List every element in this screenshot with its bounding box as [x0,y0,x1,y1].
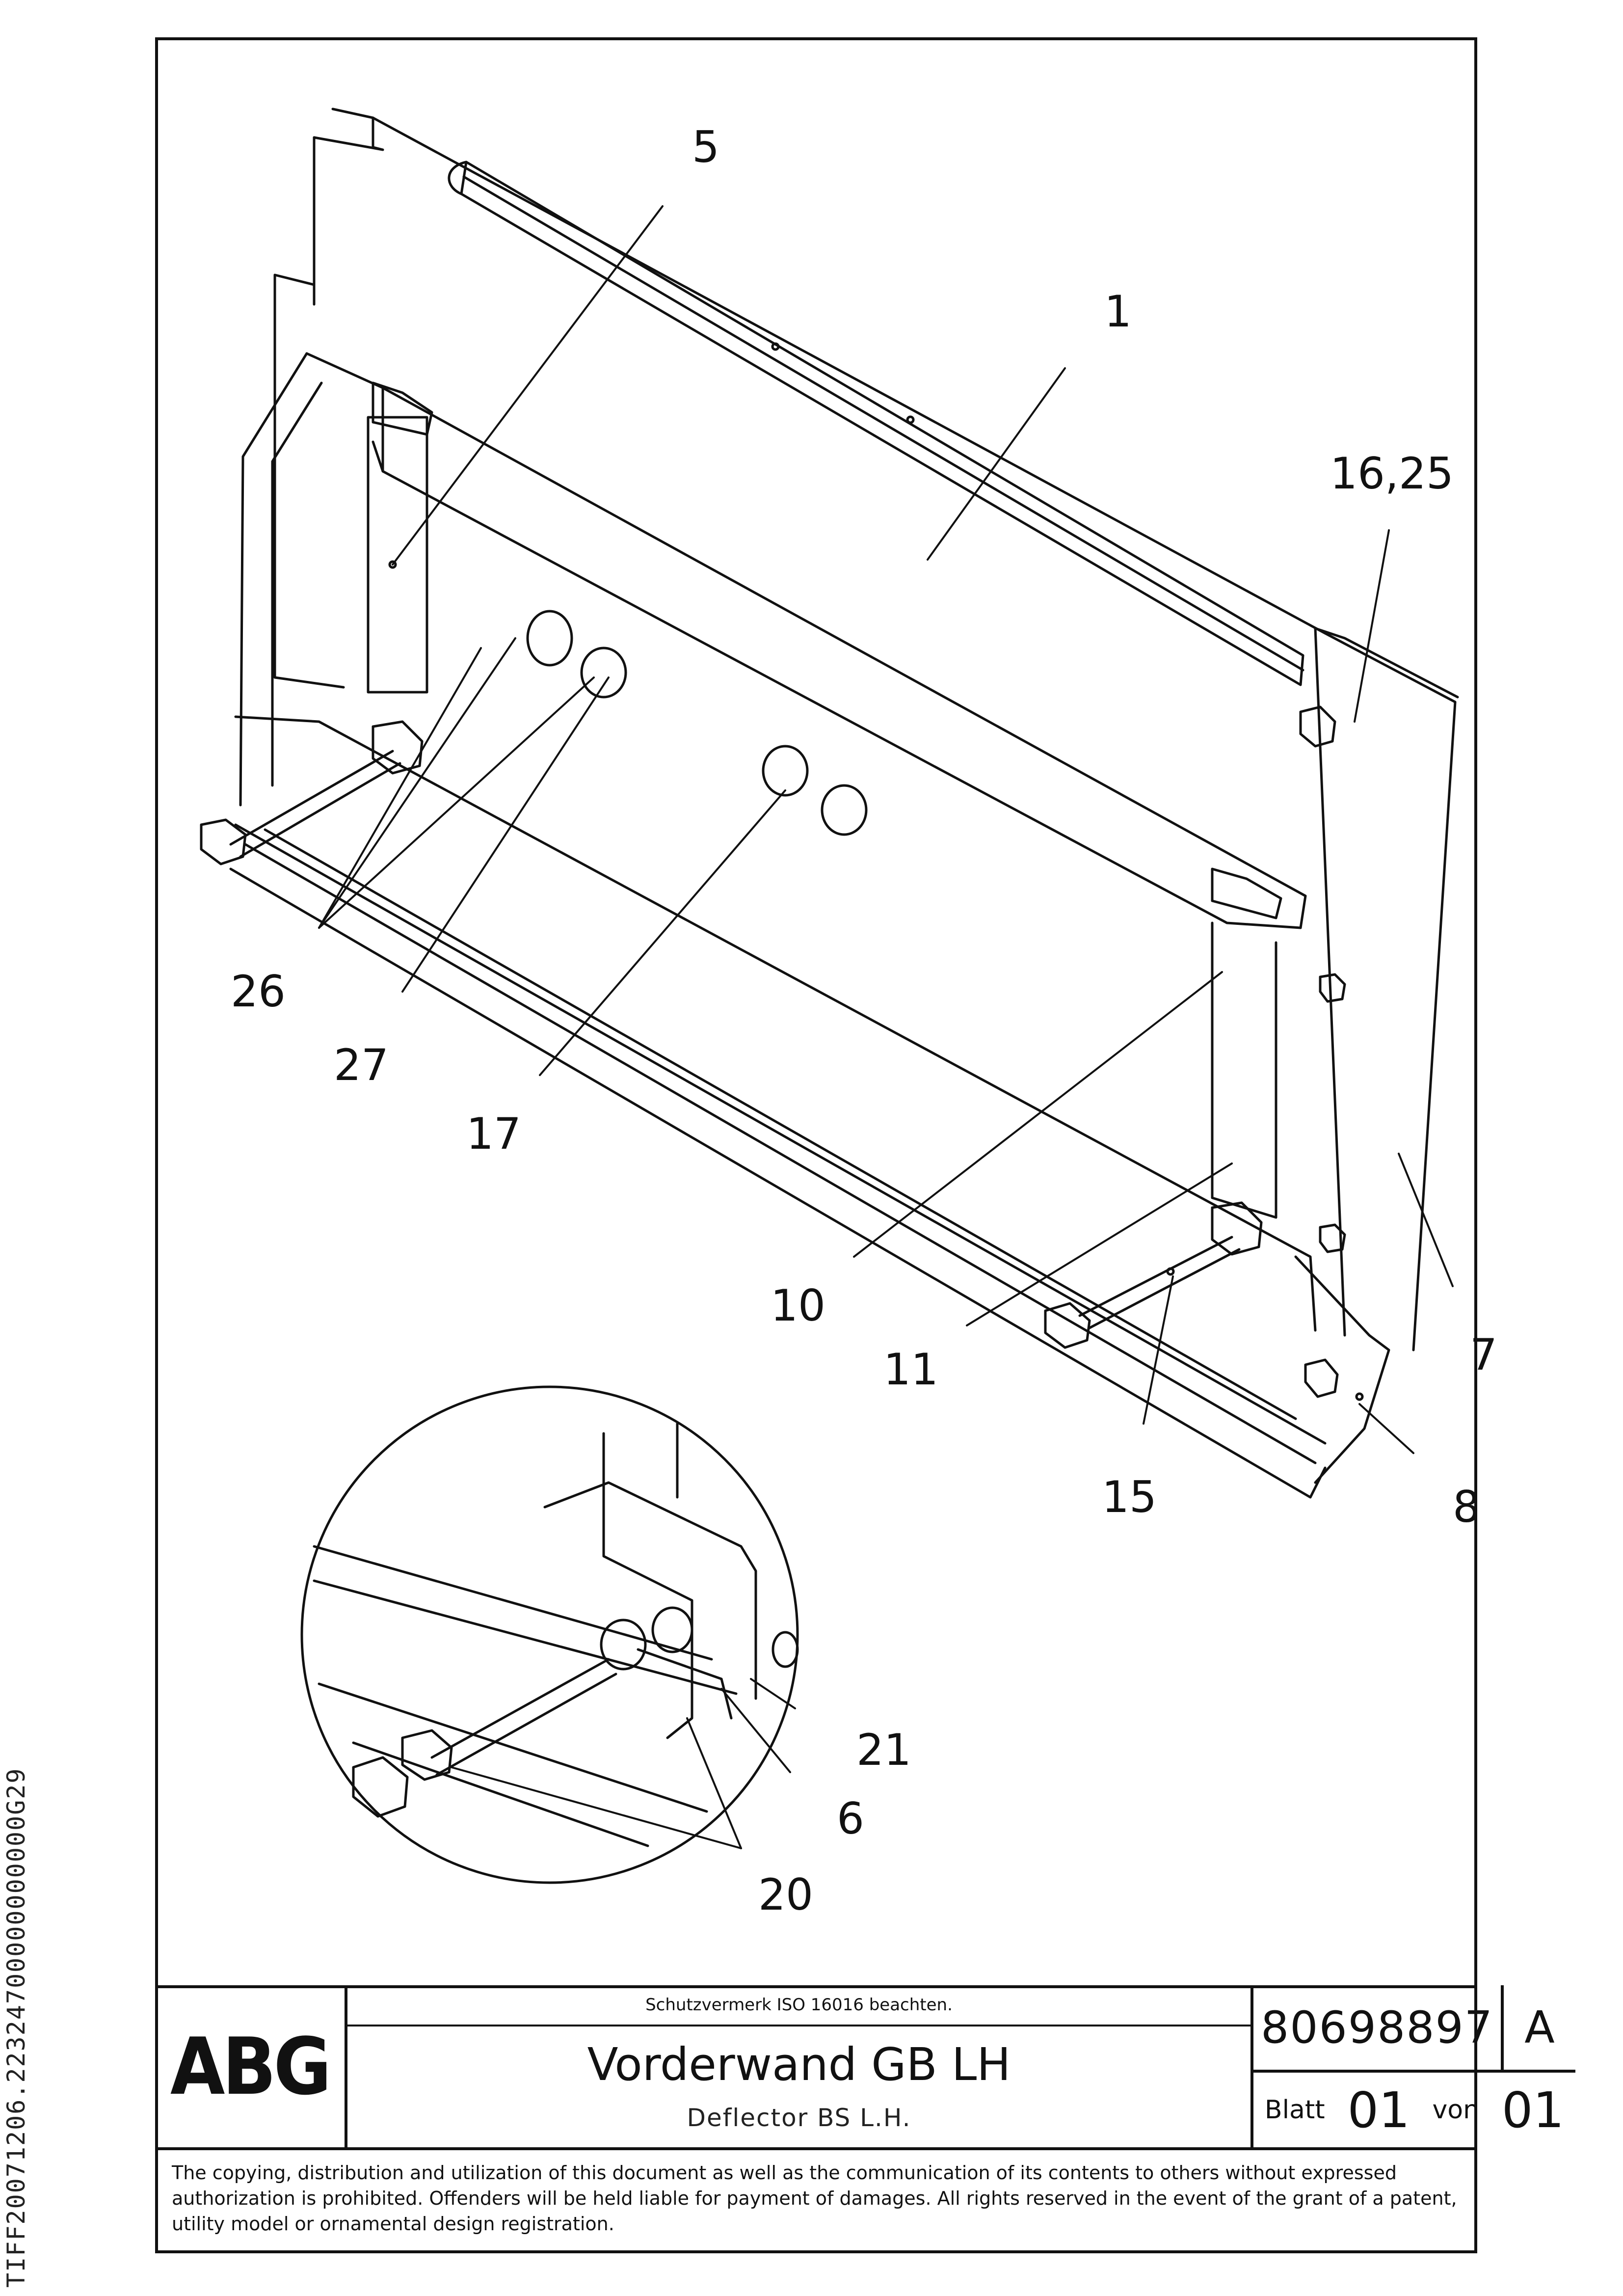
sheet-info: Blatt 01 von 01 [1251,2073,1575,2147]
callout-15: 15 [1102,1472,1157,1522]
deflector-plate [273,108,1459,1351]
company-logo: ABG [155,1985,347,2147]
drawing-subtitle: Deflector BS L.H. [687,2104,911,2132]
bracket-frame [239,352,1307,1219]
title-block-bottom-rule [155,2147,1477,2150]
callout-1: 1 [1104,286,1132,337]
revision-letter: A [1501,1985,1575,2073]
callout-11: 11 [883,1344,938,1395]
callout-8: 8 [1453,1482,1480,1532]
side-nuts [1299,705,1346,1398]
top-rail [448,161,1304,686]
callout-26: 26 [231,966,286,1017]
leader-lines [318,205,1454,1454]
callout-21: 21 [856,1725,911,1775]
rod-left [200,720,424,865]
lower-channel [229,715,1390,1499]
of-label: von [1432,2095,1480,2125]
sheet-total: 01 [1501,2081,1565,2139]
sheet-number: 01 [1347,2081,1410,2139]
callout-10: 10 [771,1280,825,1331]
rod-right [1044,1201,1263,1349]
sheet-label: Blatt [1264,2095,1325,2125]
detail-view [300,1385,799,1884]
callout-20: 20 [758,1869,813,1920]
callout-5: 5 [692,122,719,172]
drawing-number: 80698897 [1251,1985,1501,2073]
pivot-bolts [526,610,868,836]
title-block-top-rule [155,1985,1477,1988]
callout-6: 6 [837,1793,864,1844]
callout-7: 7 [1470,1329,1497,1380]
protection-note: Schutzvermerk ISO 16016 beachten. [347,1985,1251,2026]
callout-16-25: 16,25 [1330,448,1454,499]
copyright-notice: The copying, distribution and utilizatio… [172,2162,1457,2235]
drawing-frame [155,37,1477,2253]
callout-17: 17 [466,1108,521,1159]
title-block: ABG Schutzvermerk ISO 16016 beachten. Vo… [155,1985,1575,2147]
callout-27: 27 [334,1040,389,1090]
drawing-title: Vorderwand GB LH [587,2038,1011,2091]
